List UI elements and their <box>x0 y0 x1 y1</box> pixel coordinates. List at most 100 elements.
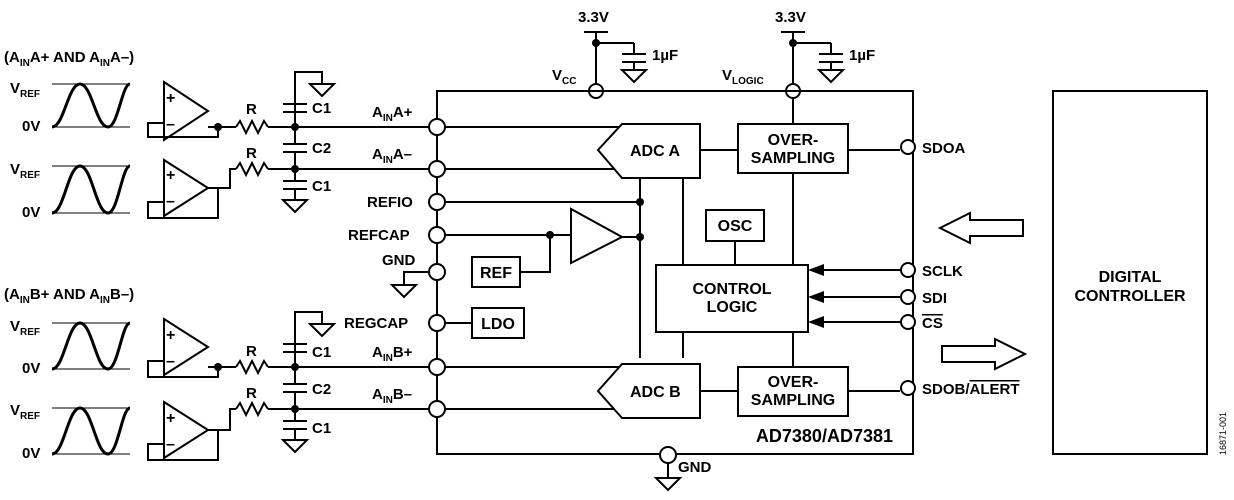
ground-icon <box>307 323 337 338</box>
control-logic-line1: CONTROL <box>692 281 771 298</box>
digital-controller-block <box>1052 90 1208 455</box>
input-chain-ain-a-plus: VREF 0V + – R <box>10 80 430 142</box>
vlogic-cap-label: 1µF <box>849 47 875 64</box>
controller-line1: DIGITAL <box>1099 269 1162 286</box>
vcc-supply: 3.3V 1µF VCC <box>552 9 678 99</box>
c1-label: C1 <box>312 100 331 117</box>
resistor-label: R <box>246 101 257 118</box>
c1-label: C1 <box>312 420 331 437</box>
op-amp-plus-sign: + <box>166 167 175 184</box>
gnd-pin-label: GND <box>382 252 416 269</box>
resistor-icon <box>235 400 269 418</box>
refcap-pin-label: REFCAP <box>348 227 410 244</box>
cs-pin <box>900 314 916 330</box>
ref-block <box>471 256 521 288</box>
left-pins: AINA+ AINA– REFIO REFCAP GND REGCAP AINB… <box>344 104 446 418</box>
sine-wave-icon <box>51 406 131 456</box>
sine-wave-icon <box>51 164 131 215</box>
resistor-input-wire <box>218 408 236 431</box>
ground-icon <box>389 284 419 299</box>
ain-a-minus-pin-label: AINA– <box>372 146 412 166</box>
resistor-icon <box>235 160 269 178</box>
vlogic-supply: 3.3V 1µF VLOGIC <box>722 9 875 99</box>
refio-pin-label: REFIO <box>367 194 413 211</box>
input-bus-arrow-icon <box>937 211 1024 245</box>
ain-a-plus-pin-label: AINA+ <box>372 104 413 124</box>
sdob-pin <box>900 380 916 396</box>
input-chain-ain-a-minus: VREF 0V + – R <box>10 145 430 221</box>
oversampling-b-line2: SAMPLING <box>751 392 835 409</box>
vref-label: VREF <box>10 402 40 422</box>
refio-junction <box>636 198 644 206</box>
sdi-arrow-icon <box>808 291 824 303</box>
ground-icon <box>280 199 310 214</box>
osc-block <box>705 209 765 242</box>
resistor-label: R <box>246 343 257 360</box>
oversampling-a-block <box>737 123 849 174</box>
op-amp-minus-sign: – <box>166 353 175 370</box>
zero-volt-label: 0V <box>22 204 40 221</box>
op-amp-minus-sign: – <box>166 436 175 453</box>
resistor-input-wire <box>218 168 236 189</box>
sclk-arrow-icon <box>808 264 824 276</box>
ground-icon <box>653 477 683 492</box>
sine-wave-icon <box>51 82 131 129</box>
part-number: AD7380/AD7381 <box>756 426 893 446</box>
sclk-pin <box>900 262 916 278</box>
ain-b-plus-pin <box>428 358 446 376</box>
op-amp-feedback-wire <box>147 122 219 138</box>
bottom-ground: GND <box>653 446 712 492</box>
figure-id: 16871-001 <box>1218 412 1228 455</box>
c1-label: C1 <box>312 344 331 361</box>
right-pins: SDOA SCLK SDI CS SDOB/ALERT <box>900 139 1020 398</box>
op-amp-icon <box>163 317 210 377</box>
oversampling-b-block <box>737 366 849 417</box>
vref-label: VREF <box>10 80 40 100</box>
adc-b-block <box>596 363 701 419</box>
capacitor-network-b: C1 C2 C1 <box>280 311 337 454</box>
op-amp-feedback-wire <box>147 429 219 461</box>
op-amp-icon <box>163 400 210 460</box>
sdi-pin <box>900 289 916 305</box>
ref-label: REF <box>480 265 512 282</box>
op-amp-icon <box>163 80 210 142</box>
gnd-wire <box>403 271 429 285</box>
resistor-label: R <box>246 145 257 162</box>
zero-volt-label: 0V <box>22 445 40 462</box>
ain-a-minus-pin <box>428 160 446 178</box>
zero-volt-label: 0V <box>22 118 40 135</box>
resistor-icon <box>235 358 269 376</box>
op-amp-plus-sign: + <box>166 90 175 107</box>
oversampling-b-line1: OVER- <box>768 374 819 391</box>
vcc-cap-label: 1µF <box>652 47 678 64</box>
ain-b-plus-pin-label: AINB+ <box>372 344 413 364</box>
sdi-pin-label: SDI <box>922 290 947 307</box>
op-amp-minus-sign: – <box>166 193 175 210</box>
group-a-label: (AINA+ AND AINA–) <box>4 49 134 69</box>
ain-b-minus-pin-label: AINB– <box>372 386 412 406</box>
sdoa-pin <box>900 139 916 155</box>
adc-b-label: ADC B <box>630 384 681 401</box>
c2-label: C2 <box>312 140 331 157</box>
control-logic-block <box>655 264 809 333</box>
ref-block-wire <box>520 235 551 273</box>
c1-label: C1 <box>312 178 331 195</box>
ground-icon <box>307 83 337 98</box>
cs-pin-label: CS <box>922 315 943 332</box>
ldo-block <box>471 307 525 339</box>
vcc-pin-label: VCC <box>552 67 576 87</box>
osc-label: OSC <box>718 218 753 235</box>
op-amp-plus-sign: + <box>166 410 175 427</box>
input-chain-ain-b-minus: VREF 0V + – R <box>10 385 430 462</box>
control-logic-line2: LOGIC <box>707 299 758 316</box>
gnd-bottom-label: GND <box>678 459 712 476</box>
oversampling-a-line2: SAMPLING <box>751 150 835 167</box>
ldo-label: LDO <box>481 316 515 333</box>
vcc-voltage-label: 3.3V <box>578 9 609 26</box>
cs-arrow-icon <box>808 316 824 328</box>
internal-blocks: ADC A ADC B OVER- SAMPLING OVER- SAMPLIN… <box>471 123 849 419</box>
zero-volt-label: 0V <box>22 360 40 377</box>
vlogic-voltage-label: 3.3V <box>775 9 806 26</box>
c2-label: C2 <box>312 381 331 398</box>
